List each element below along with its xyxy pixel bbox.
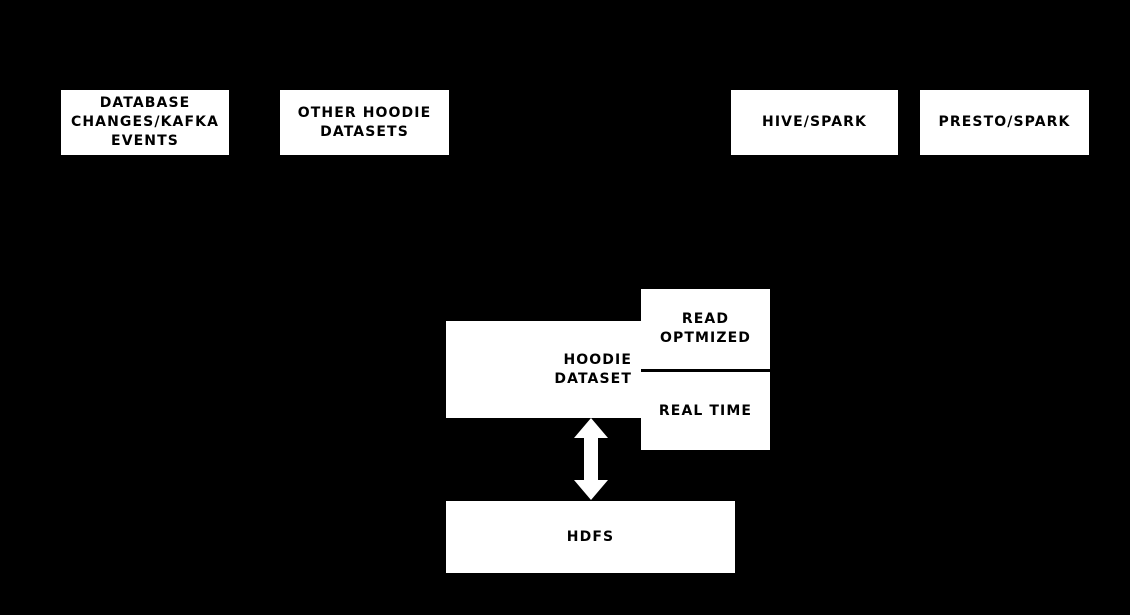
- node-real-time[interactable]: Real Time: [641, 372, 770, 450]
- node-hoodie-dataset[interactable]: Hoodie Dataset: [446, 321, 642, 418]
- node-hdfs[interactable]: HDFS: [446, 501, 735, 573]
- node-presto-spark[interactable]: Presto/Spark: [920, 90, 1089, 155]
- arrow-hoodie-dataset-to-hdfs: [574, 418, 608, 500]
- node-read-optmized[interactable]: Read Optmized: [641, 289, 770, 372]
- node-other-hoodie-datasets[interactable]: Other Hoodie Datasets: [280, 90, 449, 155]
- node-hive-spark[interactable]: Hive/Spark: [731, 90, 898, 155]
- double-headed-arrow-icon: [574, 418, 608, 500]
- node-database-changes-kafka-events[interactable]: Database Changes/Kafka Events: [61, 90, 229, 155]
